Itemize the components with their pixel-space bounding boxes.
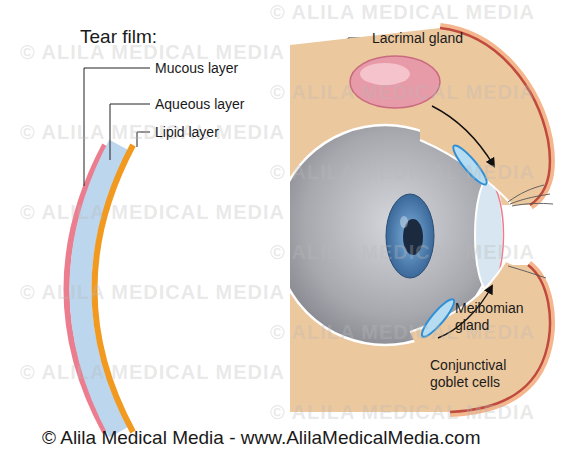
- eyelash: [508, 185, 544, 202]
- layer-label: Aqueous layer: [155, 96, 245, 113]
- watermark: © ALILA MEDICAL MEDIA: [270, 164, 535, 181]
- watermark: © ALILA MEDICAL MEDIA: [270, 244, 535, 261]
- part-label: Meibomian gland: [455, 300, 540, 334]
- flow-arrow: [432, 106, 494, 166]
- iris-highlight: [400, 216, 408, 228]
- iris: [386, 194, 434, 278]
- figure-title: Tear film:: [80, 26, 157, 48]
- watermark: © ALILA MEDICAL MEDIA: [270, 4, 535, 21]
- part-label: Conjunctival goblet cells: [430, 357, 542, 391]
- watermark: © ALILA MEDICAL MEDIA: [270, 324, 535, 341]
- watermark: © ALILA MEDICAL MEDIA: [20, 124, 285, 141]
- layer-label: Mucous layer: [155, 60, 238, 77]
- upper-eyelid: [420, 115, 545, 205]
- watermark: © ALILA MEDICAL MEDIA: [20, 284, 285, 301]
- gland-highlight: [360, 63, 410, 85]
- eyelash: [508, 266, 546, 278]
- eyelashes: [508, 185, 553, 278]
- part-label: Lacrimal gland: [372, 30, 463, 47]
- eyelash: [512, 203, 553, 206]
- watermark: © ALILA MEDICAL MEDIA: [20, 204, 285, 221]
- watermark: © ALILA MEDICAL MEDIA: [270, 404, 535, 421]
- watermark: © ALILA MEDICAL MEDIA: [270, 84, 535, 101]
- layer-label: Lipid layer: [155, 124, 219, 141]
- copyright-caption: © Alila Medical Media - www.AlilaMedical…: [42, 427, 480, 449]
- eyelash: [510, 194, 550, 204]
- watermark: © ALILA MEDICAL MEDIA: [20, 364, 285, 381]
